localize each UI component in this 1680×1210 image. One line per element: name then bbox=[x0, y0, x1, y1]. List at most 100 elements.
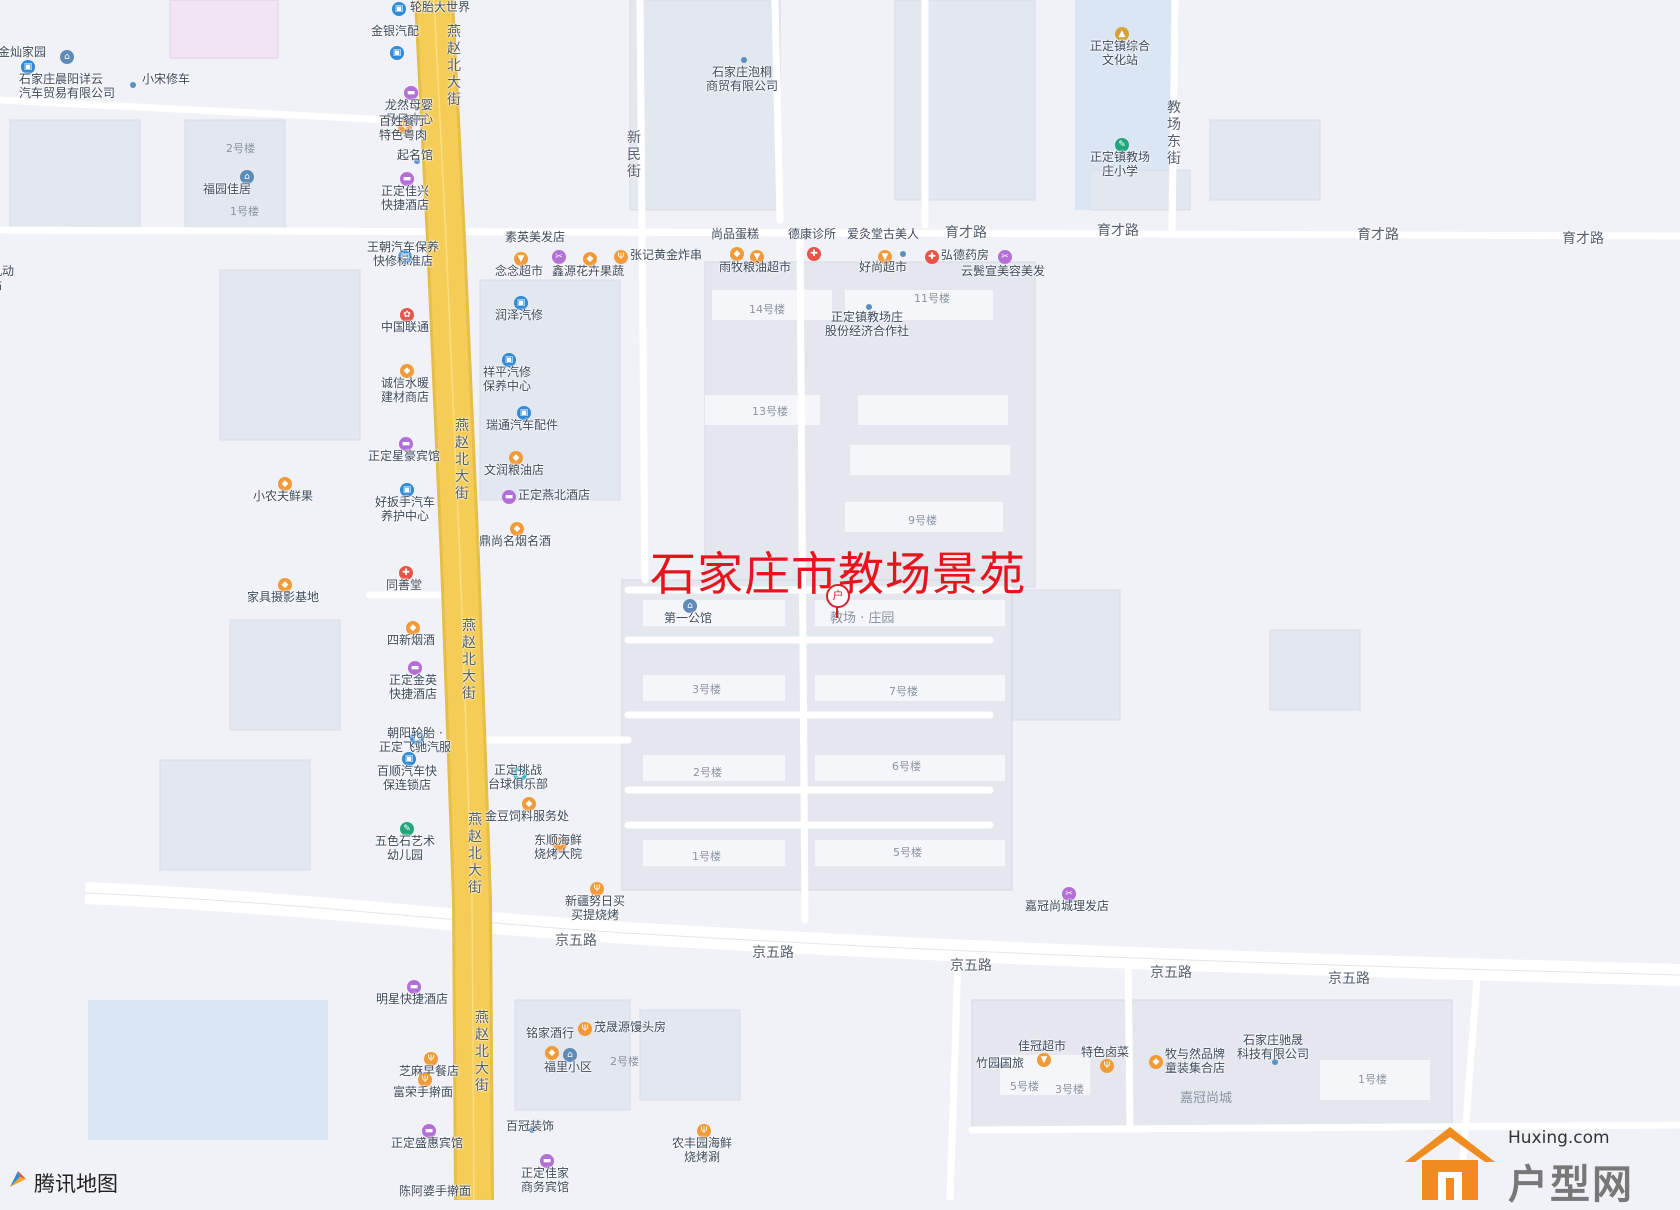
poi-label: 正定盛惠宾馆 bbox=[390, 1136, 464, 1150]
poi-label: 福里小区 bbox=[543, 1060, 593, 1074]
poi-label: 新疆努日买 买提烧烤 bbox=[564, 894, 626, 922]
poi-label: 同善堂 bbox=[385, 578, 423, 592]
road-label-yanzhao: 燕赵北大街 bbox=[455, 418, 469, 502]
building-label: 9号楼 bbox=[908, 514, 937, 527]
hotel-icon: ▬ bbox=[422, 1124, 436, 1138]
poi-label: 龙然母婴 月子中心 bbox=[384, 98, 434, 126]
supermarket-icon: ▼ bbox=[1037, 1053, 1051, 1067]
poi-label: 陈阿婆手擀面 bbox=[398, 1184, 472, 1198]
hotel-icon: ▬ bbox=[502, 490, 516, 504]
poi-label: 朝阳轮胎 · 正定飞驰汽服 bbox=[378, 726, 452, 754]
building-label: 5号楼 bbox=[893, 846, 922, 859]
poi-label: 好扳手汽车 养护中心 bbox=[374, 495, 436, 523]
poi-label: 富荣手擀面 bbox=[392, 1085, 454, 1099]
poi-label: 素英美发店 bbox=[504, 230, 566, 244]
poi-label: 铭家酒行 bbox=[525, 1026, 575, 1040]
hotel-icon: ▬ bbox=[540, 1154, 554, 1168]
poi-label: 正定镇教场庄 股份经济合作社 bbox=[824, 310, 910, 338]
poi-label: 百姓餐厅 特色粤肉 bbox=[378, 114, 428, 142]
poi-label: 石家庄驰晟 科技有限公司 bbox=[1236, 1033, 1310, 1061]
building-label: 3号楼 bbox=[692, 683, 721, 696]
residence-icon: ⌂ bbox=[60, 50, 74, 64]
building-label: 5号楼 bbox=[1010, 1080, 1039, 1093]
road-label-yanzhao: 燕赵北大街 bbox=[462, 618, 476, 702]
hotel-icon: ▬ bbox=[399, 437, 413, 451]
poi-label: 嘉冠尚城理发店 bbox=[1024, 899, 1110, 913]
marker-stem bbox=[836, 606, 838, 618]
poi-label: 金银汽配 bbox=[370, 24, 420, 38]
poi-label: 芝麻早餐店 bbox=[398, 1064, 460, 1078]
car-service-icon: ▣ bbox=[502, 353, 516, 367]
supermarket-icon: ▼ bbox=[750, 250, 764, 264]
poi-label: 石家庄晨阳详云 汽车贸易有限公司 bbox=[19, 72, 116, 100]
supermarket-icon: ▼ bbox=[878, 250, 892, 264]
city-blocks bbox=[9, 0, 1361, 1111]
poi-label: 池机动 务站 bbox=[0, 264, 15, 292]
poi-label: 德康诊所 bbox=[787, 227, 837, 241]
poi-label: 正定镇综合 文化站 bbox=[1089, 39, 1151, 67]
poi-label: 诚信水暖 建材商店 bbox=[380, 376, 430, 404]
restaurant-icon: Ψ bbox=[1100, 1059, 1114, 1073]
culture-icon: ▲ bbox=[1115, 27, 1129, 41]
poi-label: 正定金英 快捷酒店 bbox=[388, 673, 438, 701]
dot-icon bbox=[866, 304, 872, 310]
poi-label: 农丰园海鲜 烧烤涮 bbox=[671, 1136, 733, 1164]
poi-label: 弘德药房 bbox=[941, 248, 990, 262]
car-service-icon: ▣ bbox=[390, 46, 404, 60]
shop-icon: ◆ bbox=[509, 451, 523, 465]
poi-label: 竹园国旅 bbox=[975, 1056, 1025, 1070]
car-service-icon: ▣ bbox=[392, 2, 406, 16]
poi-label: 百冠装饰 bbox=[505, 1119, 555, 1133]
poi-label: 金豆饲料服务处 bbox=[484, 809, 570, 823]
car-service-icon: ▣ bbox=[400, 483, 414, 497]
poi-label: 家具摄影基地 bbox=[246, 590, 320, 604]
poi-label: 瑞通汽车配件 bbox=[485, 418, 559, 432]
hotel-icon: ▬ bbox=[408, 661, 422, 675]
poi-label: 第一公馆 bbox=[663, 611, 713, 625]
road-label-jingwu: 京五路 bbox=[752, 945, 794, 961]
poi-label: 百顺汽车快 保连锁店 bbox=[376, 764, 438, 792]
building-label: 13号楼 bbox=[752, 405, 788, 418]
road-label-yanzhao: 燕赵北大街 bbox=[468, 812, 482, 896]
building-label: 11号楼 bbox=[914, 292, 950, 305]
car-service-icon: ▣ bbox=[21, 60, 35, 74]
road-label-yucai: 育才路 bbox=[1562, 231, 1604, 247]
poi-label: 爱灸堂古美人 bbox=[846, 227, 920, 241]
poi-label: 王朝汽车保养 快修标准店 bbox=[366, 240, 440, 268]
poi-label: 特色卤菜 bbox=[1080, 1045, 1130, 1059]
poi-label: 福园佳居 bbox=[202, 182, 252, 196]
dot-icon bbox=[1272, 1059, 1278, 1065]
road-label-jingwu: 京五路 bbox=[555, 933, 597, 949]
pharmacy-icon: ✚ bbox=[925, 250, 939, 264]
dot-icon bbox=[999, 1062, 1005, 1068]
salon-icon: ✂ bbox=[998, 250, 1012, 264]
poi-label: 雨牧粮油超市 bbox=[718, 260, 792, 274]
poi-label: 小农夫鲜果 bbox=[252, 489, 314, 503]
poi-label: 云鬓宣美容美发 bbox=[960, 264, 1046, 278]
clinic-icon: ✚ bbox=[807, 247, 821, 261]
watermark-brand: 户型网 bbox=[1508, 1162, 1634, 1208]
residence-icon: ⌂ bbox=[683, 599, 697, 613]
shop-icon: ◆ bbox=[406, 621, 420, 635]
restaurant-icon: Ψ bbox=[697, 1124, 711, 1138]
poi-label: 东顺海鲜 烧烤大院 bbox=[533, 833, 583, 861]
building-label: 7号楼 bbox=[889, 685, 918, 698]
shop-icon: ◆ bbox=[522, 797, 536, 811]
building-label: 2号楼 bbox=[693, 766, 722, 779]
road-label-yucai: 育才路 bbox=[945, 225, 987, 241]
community-marker[interactable]: 户 bbox=[826, 584, 850, 618]
road-label-jingwu: 京五路 bbox=[1150, 965, 1192, 981]
building-label: 1号楼 bbox=[692, 850, 721, 863]
poi-label: 张记黄金炸串 bbox=[630, 248, 703, 262]
compound-jiaochang bbox=[621, 579, 1013, 891]
water-area bbox=[88, 1000, 328, 1140]
shop-icon: ◆ bbox=[1149, 1055, 1163, 1069]
restaurant-icon: Ψ bbox=[590, 882, 604, 896]
building-label: 1号楼 bbox=[1358, 1073, 1387, 1086]
watermark-url: Huxing.com bbox=[1508, 1128, 1610, 1148]
main-road-centerline bbox=[433, 0, 475, 1200]
car-service-icon: ▣ bbox=[398, 250, 412, 264]
poi-label: 祥平汽修 保养中心 bbox=[482, 365, 532, 393]
road-label-jiaochangdong: 教场东街 bbox=[1167, 100, 1181, 167]
